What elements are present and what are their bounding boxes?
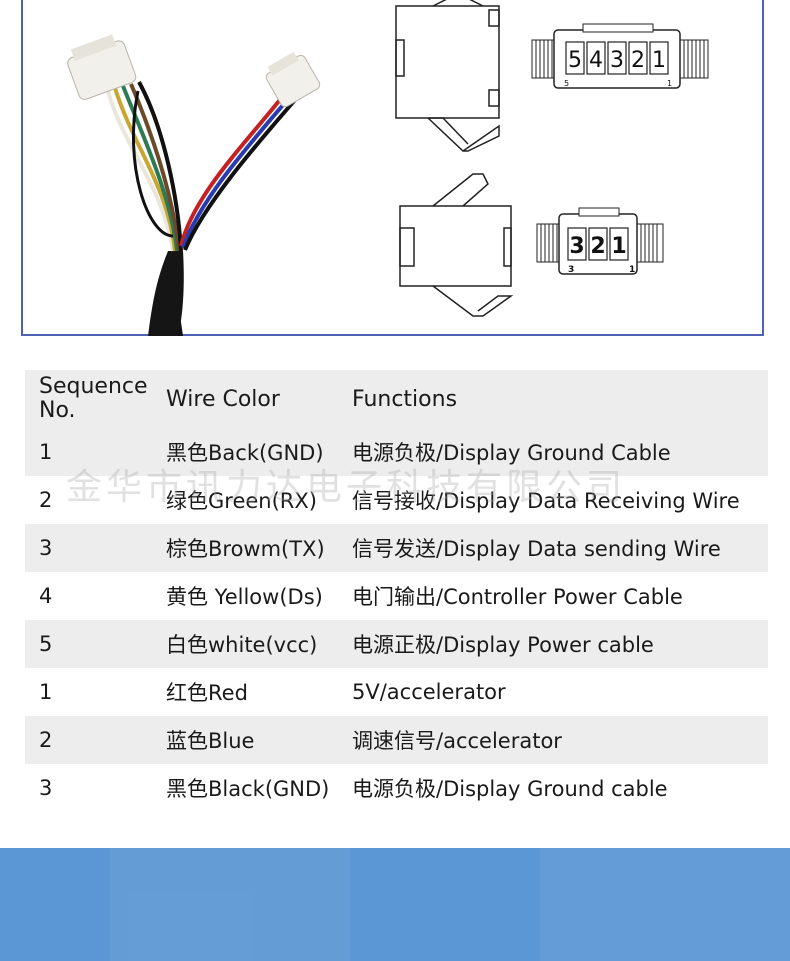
seq-cell: 1 (39, 440, 53, 464)
five-pin-right-label: 1 (667, 79, 672, 88)
header-functions: Functions (352, 386, 458, 412)
table-row: 1 红色Red 5V/accelerator (25, 668, 768, 716)
function-cell: 信号发送/Display Data sending Wire (352, 537, 721, 561)
function-cell: 电源正极/Display Power cable (352, 633, 654, 657)
blue-banner (0, 848, 790, 961)
five-pin-number: 4 (589, 48, 603, 73)
three-pin-number: 1 (611, 234, 626, 259)
five-pin-number: 1 (652, 48, 666, 73)
seq-cell: 2 (39, 728, 53, 752)
function-cell: 调速信号/accelerator (352, 729, 562, 753)
five-pin-left-label: 5 (564, 79, 569, 88)
function-cell: 电源负极/Display Ground Cable (352, 441, 671, 465)
five-pin-housing-drawing (395, 0, 500, 152)
table-row: 4 黄色 Yellow(Ds) 电门输出/Controller Power Cabl… (25, 572, 768, 620)
table-row: 5 白色white(vcc) 电源正极/Display Power cable (25, 620, 768, 668)
wire-color-cell: 蓝色Blue (166, 729, 255, 753)
table-header-row: Sequence No. Wire Color Functions (25, 370, 768, 428)
wiring-table: Sequence No. Wire Color Functions 1 黑色Bac… (25, 370, 768, 812)
function-cell: 信号接收/Display Data Receiving Wire (352, 489, 740, 513)
wire-color-cell: 棕色Browm(TX) (166, 537, 325, 561)
wire-color-cell: 黑色Back(GND) (166, 441, 324, 465)
seq-cell: 4 (39, 584, 53, 608)
wire-color-cell: 白色white(vcc) (166, 633, 318, 657)
five-pin-number: 5 (568, 48, 582, 73)
table-row: 2 蓝色Blue 调速信号/accelerator (25, 716, 768, 764)
five-pin-number: 2 (631, 48, 645, 73)
wire-color-cell: 黄色 Yellow(Ds) (166, 585, 323, 609)
table-row: 1 黑色Back(GND) 电源负极/Display Ground Cable (25, 428, 768, 476)
three-pin-number: 3 (569, 234, 584, 259)
three-pin-left-label: 3 (568, 265, 574, 275)
three-pin-right-label: 1 (629, 265, 635, 275)
table-row: 2 绿色Green(RX) 信号接收/Display Data Receiving … (25, 476, 768, 524)
header-sequence: Sequence No. (39, 375, 148, 423)
wire-color-cell: 黑色Black(GND) (166, 777, 330, 801)
function-cell: 电源负极/Display Ground cable (352, 777, 668, 801)
table-row: 3 黑色Black(GND) 电源负极/Display Ground cable (25, 764, 768, 812)
seq-cell: 5 (39, 632, 53, 656)
header-wire-color: Wire Color (166, 386, 280, 412)
wire-color-cell: 绿色Green(RX) (166, 489, 317, 513)
seq-cell: 1 (39, 680, 53, 704)
seq-cell: 3 (39, 776, 53, 800)
seq-cell: 3 (39, 536, 53, 560)
three-pin-number: 2 (590, 234, 605, 259)
cable-photo (67, 34, 321, 336)
table-row: 3 棕色Browm(TX) 信号发送/Display Data sending Wi… (25, 524, 768, 572)
function-cell: 电门输出/Controller Power Cable (352, 585, 683, 609)
three-pin-housing-drawing (399, 173, 514, 317)
wire-color-cell: 红色Red (166, 681, 248, 705)
function-cell: 5V/accelerator (352, 680, 506, 704)
five-pin-number: 3 (610, 48, 624, 73)
seq-cell: 2 (39, 488, 53, 512)
